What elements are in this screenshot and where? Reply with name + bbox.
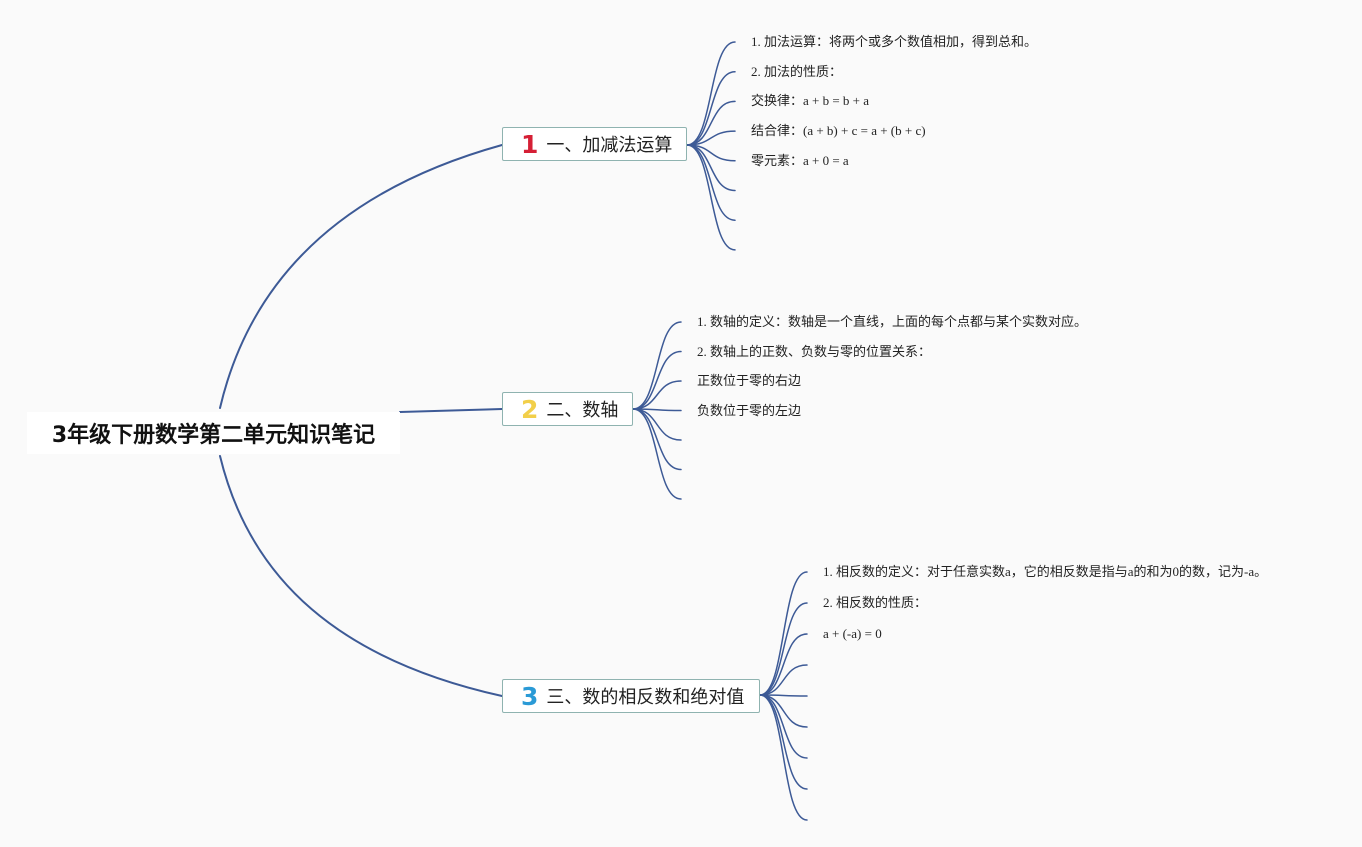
connector-branch-2-leaf-5: [632, 408, 682, 441]
leaf-topic-2-2[interactable]: 2. 数轴上的正数、负数与零的位置关系：: [697, 343, 932, 359]
connector-branch-3-leaf-8: [759, 694, 808, 790]
leaf-topic-1-1[interactable]: 1. 加法运算：将两个或多个数值相加，得到总和。: [751, 34, 1038, 49]
leaf-topic-3-3[interactable]: a + (-a) = 0: [823, 626, 882, 641]
connector-branch-1-leaf-2: [686, 70, 736, 146]
connector-branch-3-leaf-6: [759, 694, 808, 728]
branch-topic-2[interactable]: 2 二、数轴: [502, 392, 633, 426]
connector-root-branch-2: [399, 408, 503, 413]
branch-topic-label: 一、加减法运算: [546, 135, 673, 156]
branch-topic-3[interactable]: 3 三、数的相反数和绝对值: [502, 679, 760, 713]
connector-branch-3-leaf-2: [759, 602, 808, 696]
connector-branch-3-leaf-1: [759, 571, 808, 696]
number-3-icon: 3: [521, 681, 539, 711]
number-1-icon: 1: [521, 129, 539, 159]
leaf-topic-2-4[interactable]: 负数位于零的左边: [697, 402, 802, 418]
root-topic-label: 3年级下册数学第二单元知识笔记: [51, 423, 376, 448]
connector-branch-1-leaf-1: [686, 41, 736, 146]
leaf-topic-1-2[interactable]: 2. 加法的性质：: [751, 63, 843, 79]
connector-branch-1-leaf-8: [686, 144, 736, 251]
number-2-icon: 2: [521, 394, 539, 424]
connector-branch-2-leaf-3: [632, 380, 682, 410]
branch-topic-label: 三、数的相反数和绝对值: [546, 687, 745, 708]
connector-branch-1-leaf-3: [686, 100, 736, 146]
connector-root-branch-1: [219, 144, 503, 409]
connector-branch-1-leaf-7: [686, 144, 736, 221]
leaf-topic-2-3[interactable]: 正数位于零的右边: [697, 373, 802, 388]
leaf-topic-1-4[interactable]: 结合律：(a + b) + c = a + (b + c): [751, 123, 926, 139]
root-topic[interactable]: 3年级下册数学第二单元知识笔记: [27, 412, 400, 454]
connector-branch-3-leaf-3: [759, 633, 808, 696]
connector-root-branch-3: [219, 455, 503, 697]
leaf-topic-1-5[interactable]: 零元素：a + 0 = a: [751, 152, 849, 168]
leaf-topic-3-1[interactable]: 1. 相反数的定义：对于任意实数a，它的相反数是指与a的和为0的数，记为-a。: [823, 564, 1268, 579]
leaf-topic-1-3[interactable]: 交换律：a + b = b + a: [751, 93, 870, 109]
connector-branch-2-leaf-7: [632, 408, 682, 500]
branch-topic-label: 二、数轴: [546, 400, 619, 421]
leaf-topic-2-1[interactable]: 1. 数轴的定义：数轴是一个直线，上面的每个点都与某个实数对应。: [697, 314, 1088, 329]
connector-branch-3-leaf-4: [759, 664, 808, 696]
branch-topic-1[interactable]: 1 一、加减法运算: [502, 127, 687, 161]
connector-branch-2-leaf-1: [632, 321, 682, 410]
connector-branch-1-leaf-4: [686, 130, 736, 146]
connector-branch-2-leaf-2: [632, 350, 682, 410]
leaf-topic-3-2[interactable]: 2. 相反数的性质：: [823, 595, 928, 610]
connector-branch-3-leaf-9: [759, 694, 808, 821]
